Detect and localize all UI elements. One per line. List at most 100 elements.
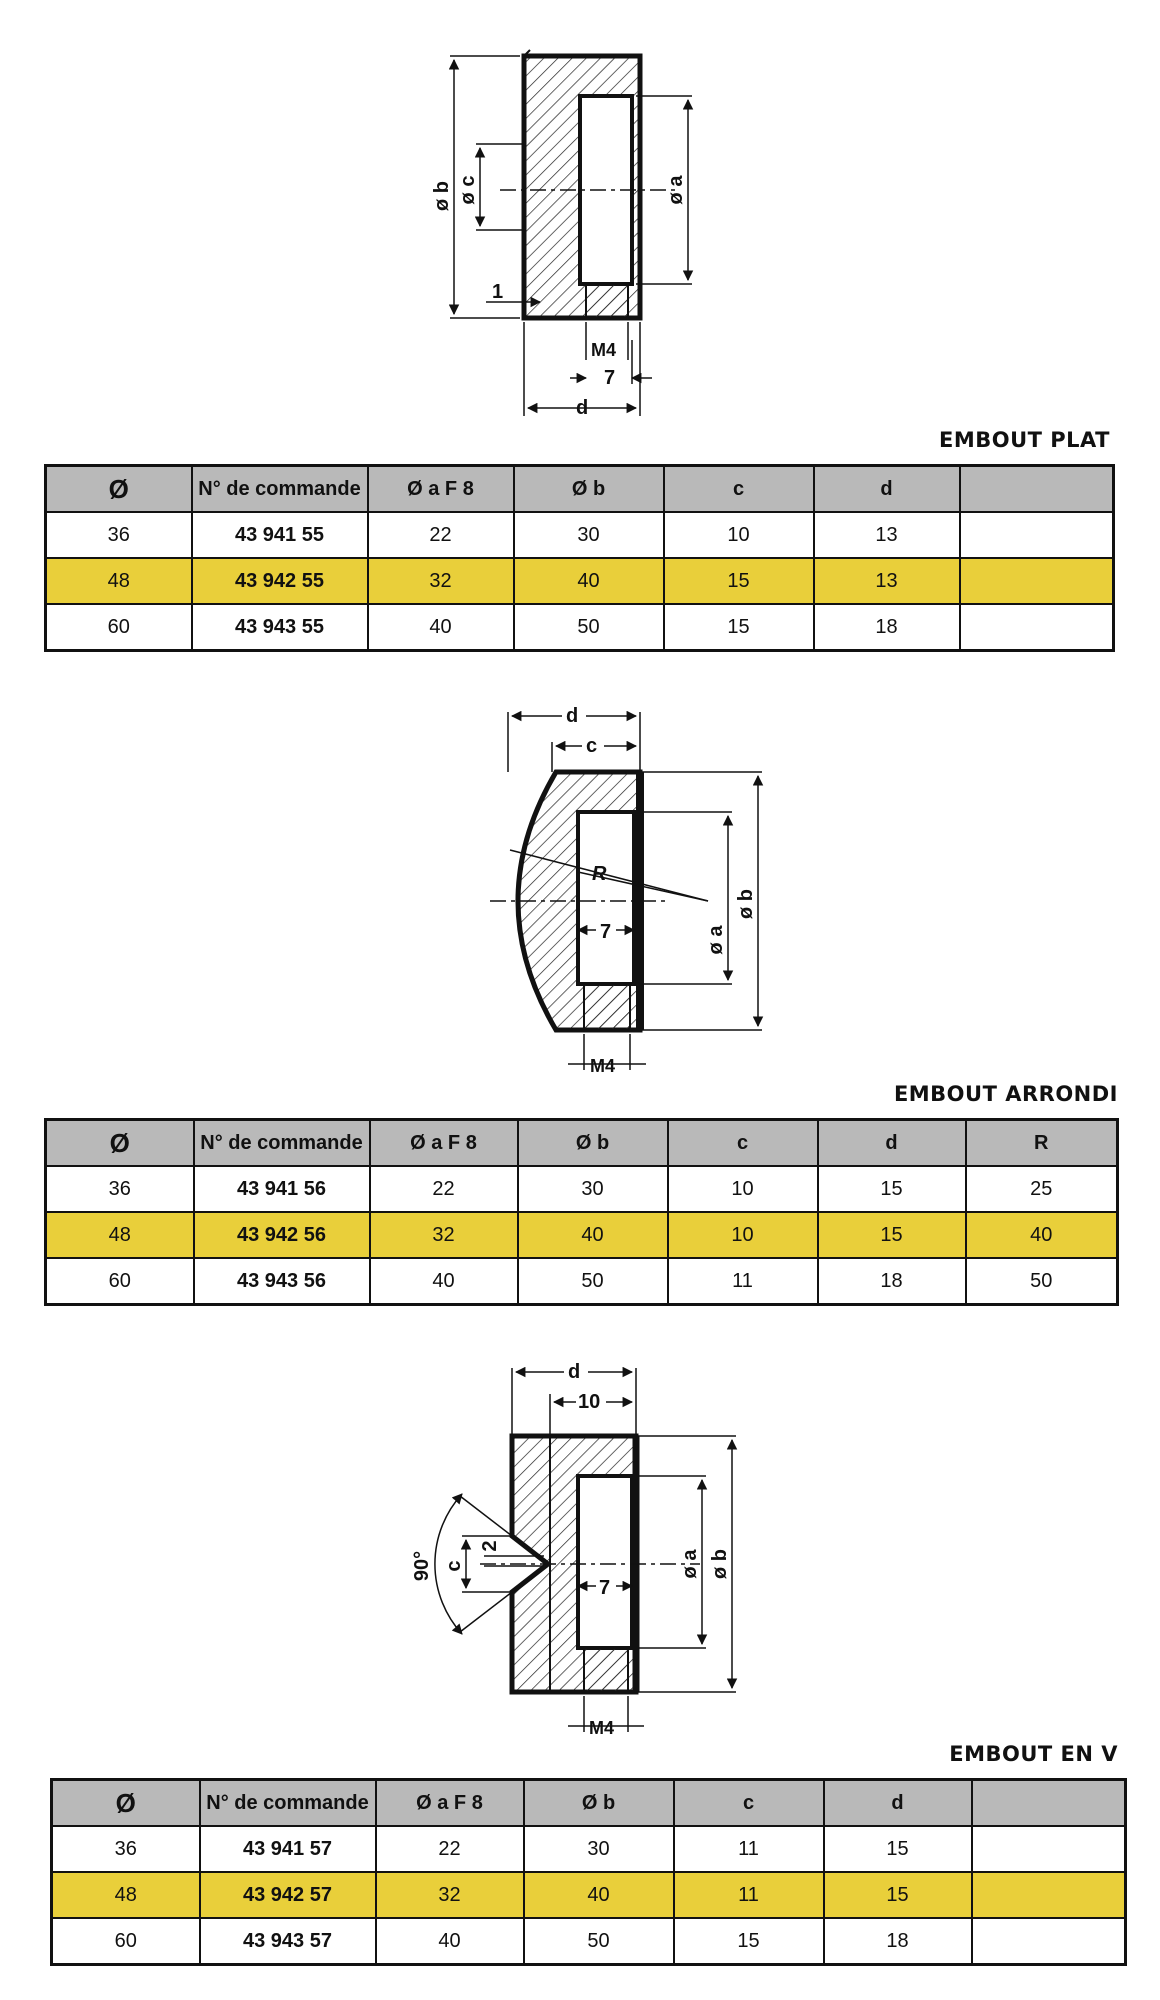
col-header-b: Ø b <box>522 1778 675 1827</box>
table-header-row: Ø N° de commande Ø a F 8 Ø b c d <box>44 464 1115 513</box>
col-header-order-number: N° de commande <box>190 464 369 513</box>
cell-order-number: 43 941 57 <box>198 1825 377 1873</box>
spec-table-embout-plat: Ø N° de commande Ø a F 8 Ø b c d 36 43 9… <box>44 464 1115 652</box>
cell-order-number: 43 941 55 <box>190 511 369 559</box>
col-header-c: c <box>662 464 815 513</box>
cell-b: 50 <box>522 1917 675 1966</box>
cell-c: 11 <box>672 1871 825 1919</box>
table-row: 60 43 943 55 40 50 15 18 <box>44 603 1115 652</box>
cell-a: 32 <box>366 557 515 605</box>
dim-label-d: d <box>566 705 578 727</box>
cell-empty <box>970 1871 1127 1919</box>
cell-diameter: 48 <box>44 1211 195 1259</box>
col-header-order-number: N° de commande <box>198 1778 377 1827</box>
spec-table-embout-en-v: Ø N° de commande Ø a F 8 Ø b c d 36 43 9… <box>50 1778 1127 1966</box>
cell-c: 15 <box>662 557 815 605</box>
dim-label-c: c <box>586 735 597 757</box>
dim-label-2: 2 <box>479 1540 501 1551</box>
dim-label-a: ø a <box>679 1549 701 1579</box>
cell-c: 15 <box>672 1917 825 1966</box>
col-header-a: Ø a F 8 <box>368 1118 519 1167</box>
dim-label-10: 10 <box>578 1391 600 1413</box>
col-header-b: Ø b <box>516 1118 669 1167</box>
cell-order-number: 43 942 56 <box>192 1211 371 1259</box>
col-header-order-number: N° de commande <box>192 1118 371 1167</box>
cell-diameter: 36 <box>50 1825 201 1873</box>
dim-label-chamfer: 1 <box>492 281 503 303</box>
cell-b: 40 <box>516 1211 669 1259</box>
cell-a: 22 <box>374 1825 525 1873</box>
cell-a: 40 <box>368 1257 519 1306</box>
cell-empty <box>970 1917 1127 1966</box>
table-row: 36 43 941 55 22 30 10 13 <box>44 511 1115 559</box>
dim-label-d: d <box>576 397 588 419</box>
cell-diameter: 36 <box>44 1165 195 1213</box>
cell-a: 40 <box>366 603 515 652</box>
cell-b: 50 <box>512 603 665 652</box>
dim-label-b: ø b <box>735 889 757 919</box>
cell-order-number: 43 943 57 <box>198 1917 377 1966</box>
col-header-c: c <box>672 1778 825 1827</box>
cell-d: 15 <box>816 1165 967 1213</box>
cell-d: 15 <box>822 1871 973 1919</box>
drawing-embout-plat: ø b ø c ø a 1 M4 7 d <box>420 40 720 430</box>
section-title-embout-en-v: EMBOUT EN V <box>949 1742 1118 1766</box>
dim-label-c: c <box>443 1560 465 1571</box>
cell-d: 13 <box>812 511 961 559</box>
dim-label-m4: M4 <box>590 1056 615 1076</box>
cell-empty <box>958 603 1115 652</box>
table-row-highlighted: 48 43 942 56 32 40 10 15 40 <box>44 1211 1119 1259</box>
cell-a: 40 <box>374 1917 525 1966</box>
cell-order-number: 43 943 55 <box>190 603 369 652</box>
table-row-highlighted: 48 43 942 57 32 40 11 15 <box>50 1871 1127 1919</box>
cell-diameter: 60 <box>44 603 193 652</box>
cell-c: 11 <box>666 1257 819 1306</box>
section-title-embout-arrondi: EMBOUT ARRONDI <box>893 1082 1118 1106</box>
cell-b: 30 <box>522 1825 675 1873</box>
cell-diameter: 48 <box>44 557 193 605</box>
dim-label-7: 7 <box>604 367 615 389</box>
cell-a: 32 <box>374 1871 525 1919</box>
cell-empty <box>970 1825 1127 1873</box>
cell-diameter: 36 <box>44 511 193 559</box>
col-header-d: d <box>812 464 961 513</box>
table-row: 60 43 943 56 40 50 11 18 50 <box>44 1257 1119 1306</box>
cell-diameter: 60 <box>50 1917 201 1966</box>
cell-c: 10 <box>666 1165 819 1213</box>
cell-b: 40 <box>522 1871 675 1919</box>
cell-a: 22 <box>366 511 515 559</box>
col-header-a: Ø a F 8 <box>374 1778 525 1827</box>
cell-b: 50 <box>516 1257 669 1306</box>
cell-c: 10 <box>662 511 815 559</box>
dim-label-a: ø a <box>665 175 687 205</box>
cell-order-number: 43 942 57 <box>198 1871 377 1919</box>
col-header-empty <box>970 1778 1127 1827</box>
table-row: 36 43 941 56 22 30 10 15 25 <box>44 1165 1119 1213</box>
dim-label-7: 7 <box>599 1577 610 1599</box>
cell-d: 15 <box>816 1211 967 1259</box>
cell-b: 40 <box>512 557 665 605</box>
cell-b: 30 <box>512 511 665 559</box>
cell-diameter: 60 <box>44 1257 195 1306</box>
cell-d: 18 <box>822 1917 973 1966</box>
col-header-a: Ø a F 8 <box>366 464 515 513</box>
dim-label-a: ø a <box>705 925 727 955</box>
dim-label-b: ø b <box>431 181 453 211</box>
table-row: 36 43 941 57 22 30 11 15 <box>50 1825 1127 1873</box>
cell-c: 11 <box>672 1825 825 1873</box>
col-header-c: c <box>666 1118 819 1167</box>
drawing-embout-en-v: 90° c 2 d 10 7 ø a ø b <box>400 1340 760 1750</box>
col-header-diameter: Ø <box>50 1778 201 1827</box>
col-header-r: R <box>964 1118 1119 1167</box>
cell-d: 18 <box>812 603 961 652</box>
table-row-highlighted: 48 43 942 55 32 40 15 13 <box>44 557 1115 605</box>
dim-label-c: ø c <box>457 176 479 205</box>
cell-order-number: 43 943 56 <box>192 1257 371 1306</box>
dim-label-b: ø b <box>709 1549 731 1579</box>
col-header-d: d <box>822 1778 973 1827</box>
col-header-b: Ø b <box>512 464 665 513</box>
table-row: 60 43 943 57 40 50 15 18 <box>50 1917 1127 1966</box>
spec-table-embout-arrondi: Ø N° de commande Ø a F 8 Ø b c d R 36 43… <box>44 1118 1119 1306</box>
table-header-row: Ø N° de commande Ø a F 8 Ø b c d <box>50 1778 1127 1827</box>
col-header-diameter: Ø <box>44 464 193 513</box>
